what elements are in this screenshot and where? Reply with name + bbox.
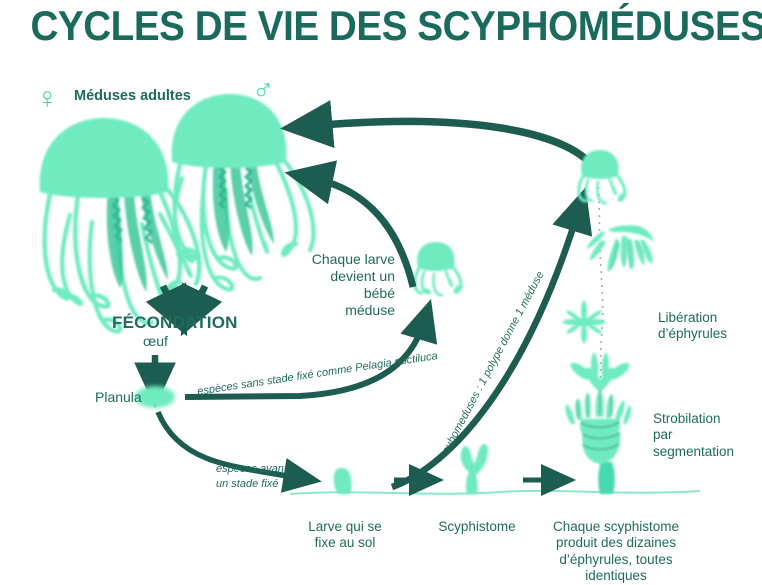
label-oeuf: œuf: [143, 333, 168, 349]
arrow-fixed-stage: [155, 410, 322, 493]
label-scyphistome: Scyphistome: [438, 519, 516, 534]
label-fecondation: FÉCONDATION: [112, 313, 238, 332]
label-fixed-stage: espèces ayant un stade fixé: [216, 463, 287, 490]
settling-larva-illustration: [333, 468, 352, 494]
seafloor-line: [289, 489, 701, 495]
page-title: CYCLES DE VIE DES SCYPHOMÉDUSES: [30, 2, 762, 49]
label-ephyrula-release: Libération d’éphyrules: [658, 310, 728, 342]
male-symbol: ♂: [252, 74, 275, 107]
label-scyphistome-produces: Chaque scyphistome produit des dizaines …: [552, 519, 680, 584]
arrow-no-fixed-stage: [184, 299, 438, 400]
arrow-baby-to-adult-lower: [284, 160, 417, 288]
ephyrula-illustration-2: [586, 225, 654, 272]
label-larva-fixes: Larve qui se fixe au sol: [308, 519, 382, 551]
adult-medusa-male-illustration: [171, 94, 316, 292]
baby-medusa-illustration: [413, 242, 463, 297]
baby-medusa-right-illustration: [577, 150, 627, 205]
female-symbol: ♀: [36, 82, 59, 115]
label-adult-medusae: Méduses adultes: [74, 88, 191, 104]
dotted-release-path: [597, 183, 604, 393]
ephyrula-illustration-1: [570, 352, 630, 392]
ephyra-star-illustration: [562, 300, 606, 344]
arrow-ephyrula-to-adult-upper: [280, 100, 593, 166]
label-baby-medusa: Chaque larve devient un bébé méduse: [311, 251, 395, 319]
strobila-illustration: [565, 390, 632, 494]
scyphistome-illustration: [460, 443, 488, 494]
arrow-adults-to-fertilization: [145, 282, 223, 337]
label-strobilation: Strobilation par segmentation: [653, 411, 735, 459]
label-planula: Planula: [95, 389, 142, 405]
planula-illustration: [135, 386, 175, 408]
